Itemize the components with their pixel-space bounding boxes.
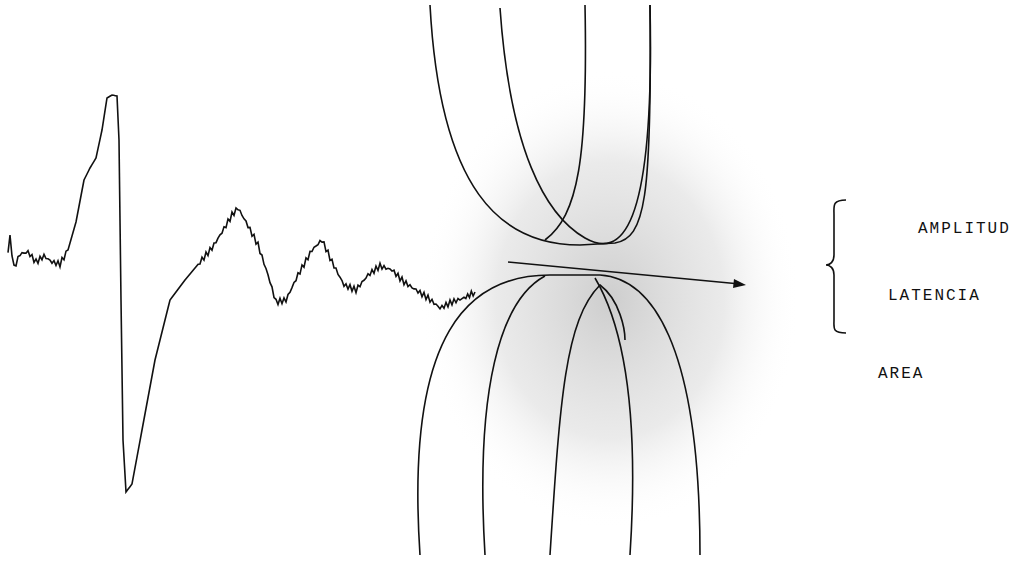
parameter-label: AMPLITUD [918, 220, 1011, 238]
shaded-field [420, 70, 800, 530]
brace [826, 200, 846, 333]
lower-magnet [418, 275, 700, 555]
arrow [508, 262, 746, 288]
upper-magnet [430, 5, 650, 245]
signal-waveform [8, 95, 475, 492]
parameter-label: AREA [878, 365, 924, 383]
parameter-label: LATENCIA [888, 287, 981, 305]
